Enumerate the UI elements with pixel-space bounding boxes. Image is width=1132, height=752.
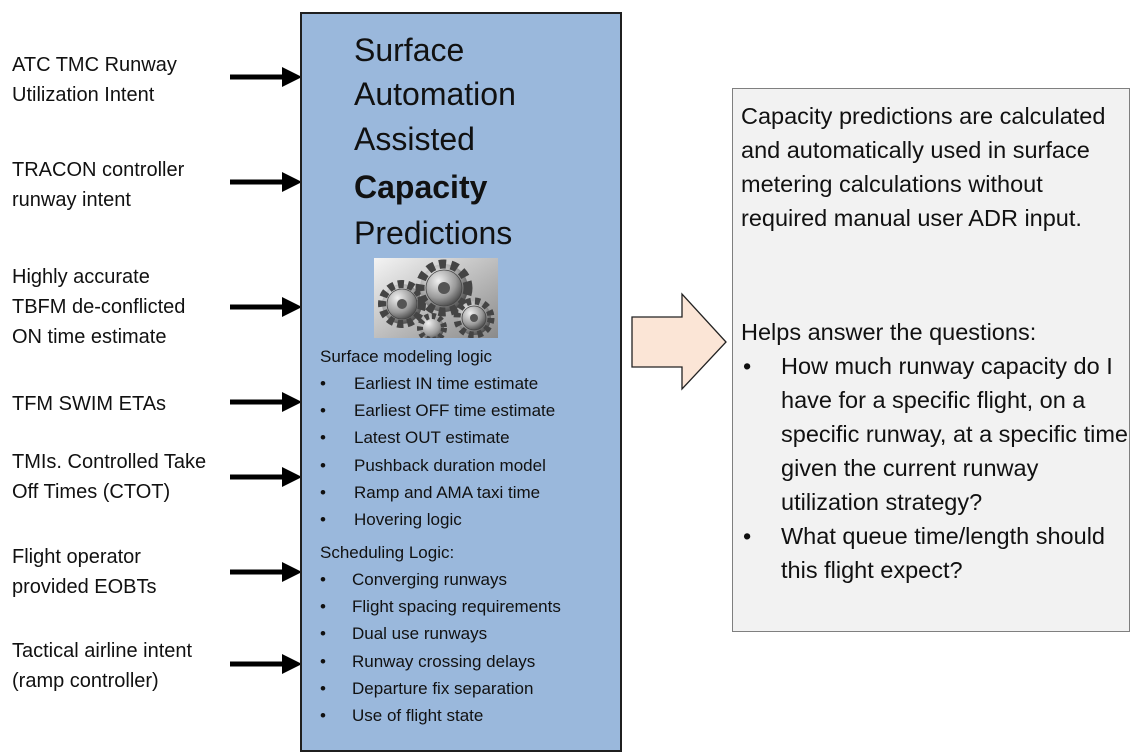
list-item: • Flight spacing requirements bbox=[316, 593, 561, 620]
list-item-text: Flight spacing requirements bbox=[352, 597, 561, 617]
bullet: • bbox=[320, 510, 326, 530]
arrow-right-icon bbox=[230, 392, 302, 412]
surface-modeling-list: • Earliest IN time estimate • Earliest OFF… bbox=[316, 370, 555, 533]
list-item-text: Earliest IN time estimate bbox=[354, 374, 539, 393]
list-item-text: Pushback duration model bbox=[354, 455, 546, 475]
bullet: • bbox=[320, 624, 326, 644]
bullet: • bbox=[320, 428, 326, 448]
list-item-text: Runway crossing delays bbox=[352, 651, 536, 671]
arrow-right-icon bbox=[230, 562, 302, 582]
input-line: (ramp controller) bbox=[12, 670, 159, 692]
list-item: • Pushback duration model bbox=[316, 452, 555, 479]
list-item-text: Departure fix separation bbox=[352, 678, 534, 698]
bullet: • bbox=[320, 597, 326, 617]
bullet: • bbox=[320, 482, 326, 502]
arrow-right-icon bbox=[230, 172, 302, 192]
input-line: runway intent bbox=[12, 189, 131, 211]
arrow-right-icon bbox=[230, 67, 302, 87]
list-item: • Latest OUT estimate bbox=[316, 424, 555, 451]
input-label-tracon: TRACON controller runway intent bbox=[12, 155, 252, 215]
title-line: Predictions bbox=[354, 215, 513, 251]
list-item: • Converging runways bbox=[316, 566, 561, 593]
bullet: • bbox=[320, 570, 326, 589]
arrow-right-icon bbox=[230, 297, 302, 317]
input-line: ATC TMC Runway bbox=[12, 54, 177, 76]
list-item-text: Converging runways bbox=[352, 570, 507, 589]
input-label-tmis: TMIs. Controlled Take Off Times (CTOT) bbox=[12, 447, 252, 507]
title-line: Automation bbox=[354, 76, 516, 112]
list-item: • Ramp and AMA taxi time bbox=[316, 479, 555, 506]
bullet: • bbox=[320, 374, 326, 393]
description-box: Capacity predictions are calculated and … bbox=[732, 88, 1130, 632]
input-line: Highly accurate bbox=[12, 266, 150, 288]
list-item: • Runway crossing delays bbox=[316, 648, 561, 675]
capacity-predictions-box: Surface Automation Assisted Capacity Pre… bbox=[300, 12, 622, 752]
bullet: • bbox=[320, 706, 326, 726]
list-item: • Earliest OFF time estimate bbox=[316, 397, 555, 424]
question-text: How much runway capacity do I have for a… bbox=[781, 353, 1128, 515]
input-line: TMIs. Controlled Take bbox=[12, 451, 207, 473]
bullet: • bbox=[320, 651, 326, 671]
question-item: • What queue time/length should this flig… bbox=[741, 519, 1131, 587]
list-item: • Earliest IN time estimate bbox=[316, 370, 555, 397]
bullet: • bbox=[743, 523, 752, 549]
list-item: • Hovering logic bbox=[316, 506, 555, 533]
input-line: TBFM de-conflicted bbox=[12, 296, 186, 318]
input-label-tfm-swim: TFM SWIM ETAs bbox=[12, 389, 252, 419]
list-item-text: Latest OUT estimate bbox=[354, 428, 510, 448]
question-item: • How much runway capacity do I have for … bbox=[741, 349, 1131, 519]
list-item-text: Hovering logic bbox=[354, 510, 462, 530]
input-line: Flight operator bbox=[12, 546, 141, 568]
arrow-right-icon bbox=[230, 654, 302, 674]
input-line: TRACON controller bbox=[12, 159, 185, 181]
input-label-atc-tmc: ATC TMC Runway Utilization Intent bbox=[12, 50, 252, 110]
title-line: Surface bbox=[354, 32, 465, 68]
list-item-text: Dual use runways bbox=[352, 624, 488, 644]
list-item: • Departure fix separation bbox=[316, 675, 561, 702]
bullet: • bbox=[320, 401, 326, 421]
input-line: provided EOBTs bbox=[12, 576, 157, 598]
question-text: What queue time/length should this fligh… bbox=[781, 523, 1105, 583]
list-item: • Use of flight state bbox=[316, 702, 561, 729]
input-line: Tactical airline intent bbox=[12, 640, 193, 662]
input-label-tactical-airline: Tactical airline intent (ramp controller… bbox=[12, 636, 252, 696]
scheduling-list: • Converging runways • Flight spacing requ… bbox=[316, 566, 561, 729]
input-line: Utilization Intent bbox=[12, 84, 155, 106]
section-heading: Surface modeling logic bbox=[320, 347, 492, 366]
list-item-text: Ramp and AMA taxi time bbox=[354, 482, 541, 502]
arrow-right-icon bbox=[230, 467, 302, 487]
gears-icon bbox=[374, 258, 498, 338]
input-line: Off Times (CTOT) bbox=[12, 481, 171, 503]
bullet: • bbox=[743, 353, 752, 379]
big-arrow-right-icon bbox=[631, 292, 727, 391]
bullet: • bbox=[320, 678, 326, 698]
input-line: ON time estimate bbox=[12, 326, 167, 348]
title-line: Assisted bbox=[354, 121, 475, 157]
section-heading: Scheduling Logic: bbox=[320, 543, 455, 562]
description-paragraph: Capacity predictions are calculated and … bbox=[741, 103, 1106, 231]
list-item: • Dual use runways bbox=[316, 620, 561, 647]
input-line: TFM SWIM ETAs bbox=[12, 393, 167, 415]
bullet: • bbox=[320, 455, 326, 475]
list-item-text: Use of flight state bbox=[352, 706, 484, 726]
questions-list: • How much runway capacity do I have for … bbox=[741, 349, 1131, 587]
input-label-tbfm: Highly accurate TBFM de-conflicted ON ti… bbox=[12, 262, 252, 352]
list-item-text: Earliest OFF time estimate bbox=[354, 401, 556, 421]
title-line-bold: Capacity bbox=[354, 169, 488, 205]
questions-heading: Helps answer the questions: bbox=[741, 319, 1037, 345]
input-label-flight-operator: Flight operator provided EOBTs bbox=[12, 542, 252, 602]
